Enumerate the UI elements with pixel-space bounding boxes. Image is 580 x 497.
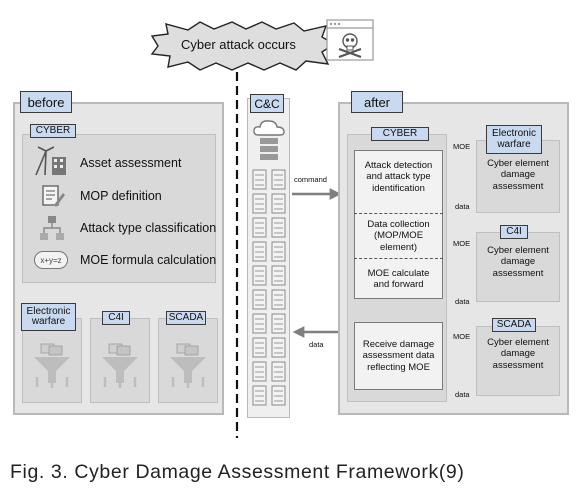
hierarchy-icon <box>40 216 64 240</box>
before-c4i-box <box>90 318 150 403</box>
before-cyber-tag: CYBER <box>30 124 76 138</box>
moe-label-c4i: MOE <box>453 239 471 248</box>
after-label: after <box>351 91 403 113</box>
server-icon <box>252 337 267 358</box>
after-steps-box <box>354 150 443 299</box>
before-item-moe-formula: MOE formula calculation <box>80 253 217 267</box>
before-item-asset-assessment: Asset assessment <box>80 156 182 170</box>
cyber-attack-label: Cyber attack occurs <box>181 37 296 52</box>
step-divider-1 <box>354 213 443 214</box>
server-icon <box>271 385 286 406</box>
moe-label-scada: MOE <box>453 332 471 341</box>
after-receive-box: Receive damage assessment data reflectin… <box>354 322 443 390</box>
server-icon <box>252 217 267 238</box>
before-item-mop-definition: MOP definition <box>80 189 162 203</box>
after-cyber-tag: CYBER <box>371 127 429 141</box>
skull-browser-icon <box>326 19 374 61</box>
before-scada-tag: SCADA <box>166 311 206 325</box>
after-scada-tag: SCADA <box>492 318 536 332</box>
data-label-ew: data <box>455 202 470 211</box>
server-icon <box>271 289 286 310</box>
server-icon <box>252 169 267 190</box>
cc-label: C&C <box>250 94 284 113</box>
before-item-attack-type-classification: Attack type classification <box>80 221 217 235</box>
server-icon <box>252 361 267 382</box>
server-icon <box>252 289 267 310</box>
figure-caption: Fig. 3. Cyber Damage Assessment Framewor… <box>10 461 465 483</box>
data-label-scada: data <box>455 390 470 399</box>
server-icon <box>271 265 286 286</box>
formula-icon: x+y=z <box>34 251 68 269</box>
before-c4i-tag: C4I <box>102 311 130 325</box>
server-icon <box>271 217 286 238</box>
step-data-collection: Data collection (MOP/MOE element) <box>367 219 430 253</box>
after-ew-tag: Electronic warfare <box>486 125 542 154</box>
asset-building-icon <box>35 146 66 176</box>
server-icon <box>252 385 267 406</box>
after-steps-container: Attack detection and attack type identif… <box>354 150 443 299</box>
after-c4i-tag: C4I <box>500 225 528 239</box>
server-icon <box>271 193 286 214</box>
before-label: before <box>20 91 72 113</box>
funnel-icon-scada <box>170 343 206 388</box>
data-label-c4i: data <box>455 297 470 306</box>
funnel-icon-c4i <box>102 343 138 388</box>
server-icon <box>271 313 286 334</box>
after-c4i-box <box>476 232 560 302</box>
cloud-server-icon <box>253 120 285 160</box>
document-edit-icon <box>42 185 65 207</box>
server-rack-grid <box>252 169 286 406</box>
moe-label-ew: MOE <box>453 142 471 151</box>
server-icon <box>252 241 267 262</box>
after-scada-text: Cyber element damage assessment <box>487 337 549 371</box>
server-icon <box>271 361 286 382</box>
after-ew-text: Cyber element damage assessment <box>487 158 549 192</box>
step-divider-2 <box>354 258 443 259</box>
step-attack-detection: Attack detection and attack type identif… <box>364 160 433 194</box>
server-icon <box>252 193 267 214</box>
command-label: command <box>294 175 327 184</box>
server-icon <box>252 265 267 286</box>
step-moe-calculate: MOE calculate and forward <box>367 268 430 291</box>
server-icon <box>252 313 267 334</box>
before-ew-tag: Electronic warfare <box>21 303 76 331</box>
server-icon <box>271 241 286 262</box>
funnel-icon-ew <box>34 343 70 388</box>
data-label-cc: data <box>309 340 324 349</box>
server-icon <box>271 169 286 190</box>
formula-glyph: x+y=z <box>40 255 62 265</box>
after-c4i-text: Cyber element damage assessment <box>487 245 549 279</box>
server-icon <box>271 337 286 358</box>
